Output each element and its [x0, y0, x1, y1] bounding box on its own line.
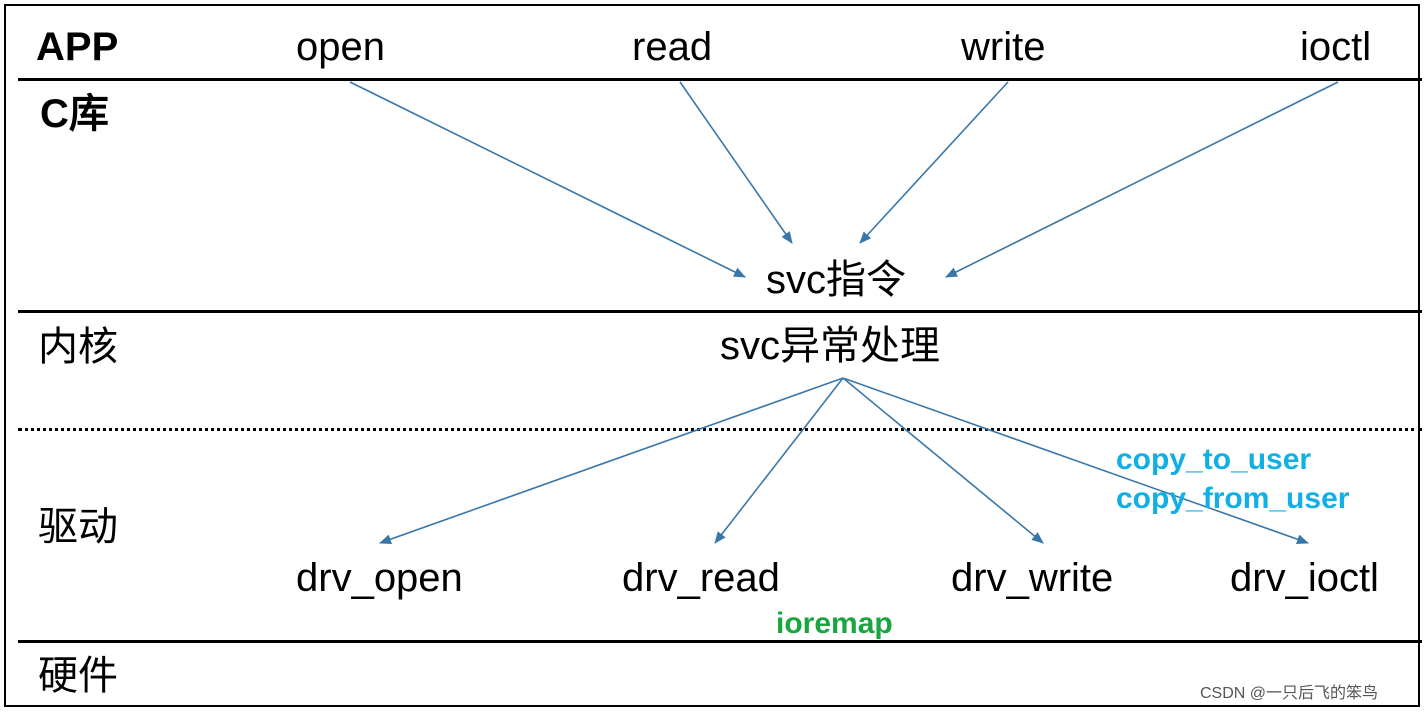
separator-driver-hardware	[18, 640, 1422, 643]
arrow-svc-to-drv-write	[842, 377, 1044, 544]
layer-label-driver: 驱动	[38, 505, 118, 549]
layer-label-clib: C库	[40, 92, 109, 136]
separator-kernel-driver-dotted	[18, 428, 1422, 431]
layer-label-app: APP	[36, 25, 119, 69]
arrow-open-to-svc	[349, 81, 746, 278]
app-call-ioctl: ioctl	[1300, 25, 1372, 69]
note-ioremap: ioremap	[776, 607, 893, 640]
driver-func-drv-read: drv_read	[622, 556, 780, 600]
node-svc-instruction: svc指令	[766, 258, 906, 302]
arrow-svc-to-drv-ioctl	[842, 377, 1309, 545]
app-call-open: open	[296, 25, 385, 69]
driver-func-drv-write: drv_write	[951, 556, 1114, 600]
arrow-svc-to-drv-open	[379, 377, 844, 545]
driver-func-drv-ioctl: drv_ioctl	[1230, 556, 1379, 600]
arrow-svc-to-drv-read	[714, 377, 844, 544]
watermark-text: CSDN @一只后飞的笨鸟	[1200, 685, 1379, 702]
node-svc-exception-handler: svc异常处理	[720, 324, 940, 368]
app-call-write: write	[961, 25, 1046, 69]
separator-app-clib	[18, 78, 1422, 81]
app-call-read: read	[632, 25, 713, 69]
arrow-read-to-svc	[679, 81, 793, 244]
arrow-write-to-svc	[859, 81, 1009, 244]
layer-label-hardware: 硬件	[38, 654, 118, 698]
layer-label-kernel: 内核	[38, 325, 118, 369]
driver-func-drv-open: drv_open	[296, 556, 463, 600]
separator-clib-kernel	[18, 310, 1422, 313]
diagram-frame	[4, 4, 1420, 707]
note-copy-to-user: copy_to_user	[1116, 443, 1312, 476]
arrow-ioctl-to-svc	[945, 81, 1339, 278]
note-copy-from-user: copy_from_user	[1116, 482, 1350, 515]
